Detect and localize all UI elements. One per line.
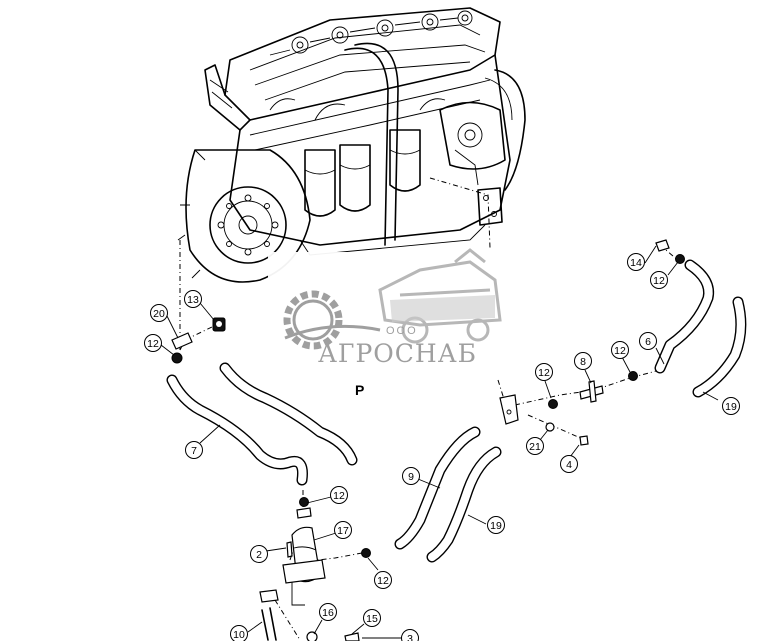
callout-15: 15 xyxy=(363,609,381,627)
callout-2: 2 xyxy=(250,545,268,563)
svg-text:20: 20 xyxy=(153,308,165,320)
watermark-company: ООО xyxy=(386,325,418,337)
callout-12d: 12 xyxy=(535,363,553,381)
svg-text:3: 3 xyxy=(407,633,413,641)
svg-text:19: 19 xyxy=(725,401,737,413)
callout-12a: 12 xyxy=(650,271,668,289)
svg-text:8: 8 xyxy=(580,356,586,368)
svg-text:6: 6 xyxy=(645,336,651,348)
agrosnab-watermark: ООО АГРОСНАБ xyxy=(268,248,534,372)
svg-text:10: 10 xyxy=(233,629,245,641)
svg-text:12: 12 xyxy=(653,275,665,287)
svg-text:16: 16 xyxy=(322,607,334,619)
svg-text:12: 12 xyxy=(333,490,345,502)
svg-text:13: 13 xyxy=(187,294,199,306)
callout-14: 14 xyxy=(627,253,645,271)
callout-10: 10 xyxy=(230,625,248,641)
leader-lines xyxy=(160,245,719,639)
callout-13: 13 xyxy=(184,290,202,308)
callout-3: 3 xyxy=(401,629,419,641)
center-lines xyxy=(179,177,681,641)
callout-8: 8 xyxy=(574,352,592,370)
callout-6: 6 xyxy=(639,332,657,350)
callout-12b: 12 xyxy=(144,334,162,352)
callout-7: 7 xyxy=(185,441,203,459)
callout-19a: 19 xyxy=(722,397,740,415)
svg-text:17: 17 xyxy=(337,525,349,537)
svg-text:15: 15 xyxy=(366,613,378,625)
engine-illustration xyxy=(177,7,526,283)
callout-17: 17 xyxy=(334,521,352,539)
callout-16: 16 xyxy=(319,603,337,621)
svg-text:4: 4 xyxy=(566,459,572,471)
callout-21: 21 xyxy=(526,437,544,455)
callout-9: 9 xyxy=(402,467,420,485)
callout-12e: 12 xyxy=(330,486,348,504)
callout-12f: 12 xyxy=(374,571,392,589)
svg-text:12: 12 xyxy=(377,575,389,587)
svg-text:2: 2 xyxy=(256,549,262,561)
svg-text:12: 12 xyxy=(147,338,159,350)
svg-text:12: 12 xyxy=(538,367,550,379)
hoses xyxy=(166,259,747,563)
fittings xyxy=(171,239,685,641)
svg-text:9: 9 xyxy=(408,471,414,483)
svg-text:19: 19 xyxy=(490,520,502,532)
svg-text:21: 21 xyxy=(529,441,541,453)
callout-20: 20 xyxy=(150,304,168,322)
watermark-brand: АГРОСНАБ xyxy=(318,339,477,368)
callout-4: 4 xyxy=(560,455,578,473)
svg-text:14: 14 xyxy=(630,257,642,269)
svg-text:12: 12 xyxy=(614,345,626,357)
svg-text:7: 7 xyxy=(191,445,197,457)
callout-19b: 19 xyxy=(487,516,505,534)
callout-12c: 12 xyxy=(611,341,629,359)
stray-label: P xyxy=(355,382,364,398)
